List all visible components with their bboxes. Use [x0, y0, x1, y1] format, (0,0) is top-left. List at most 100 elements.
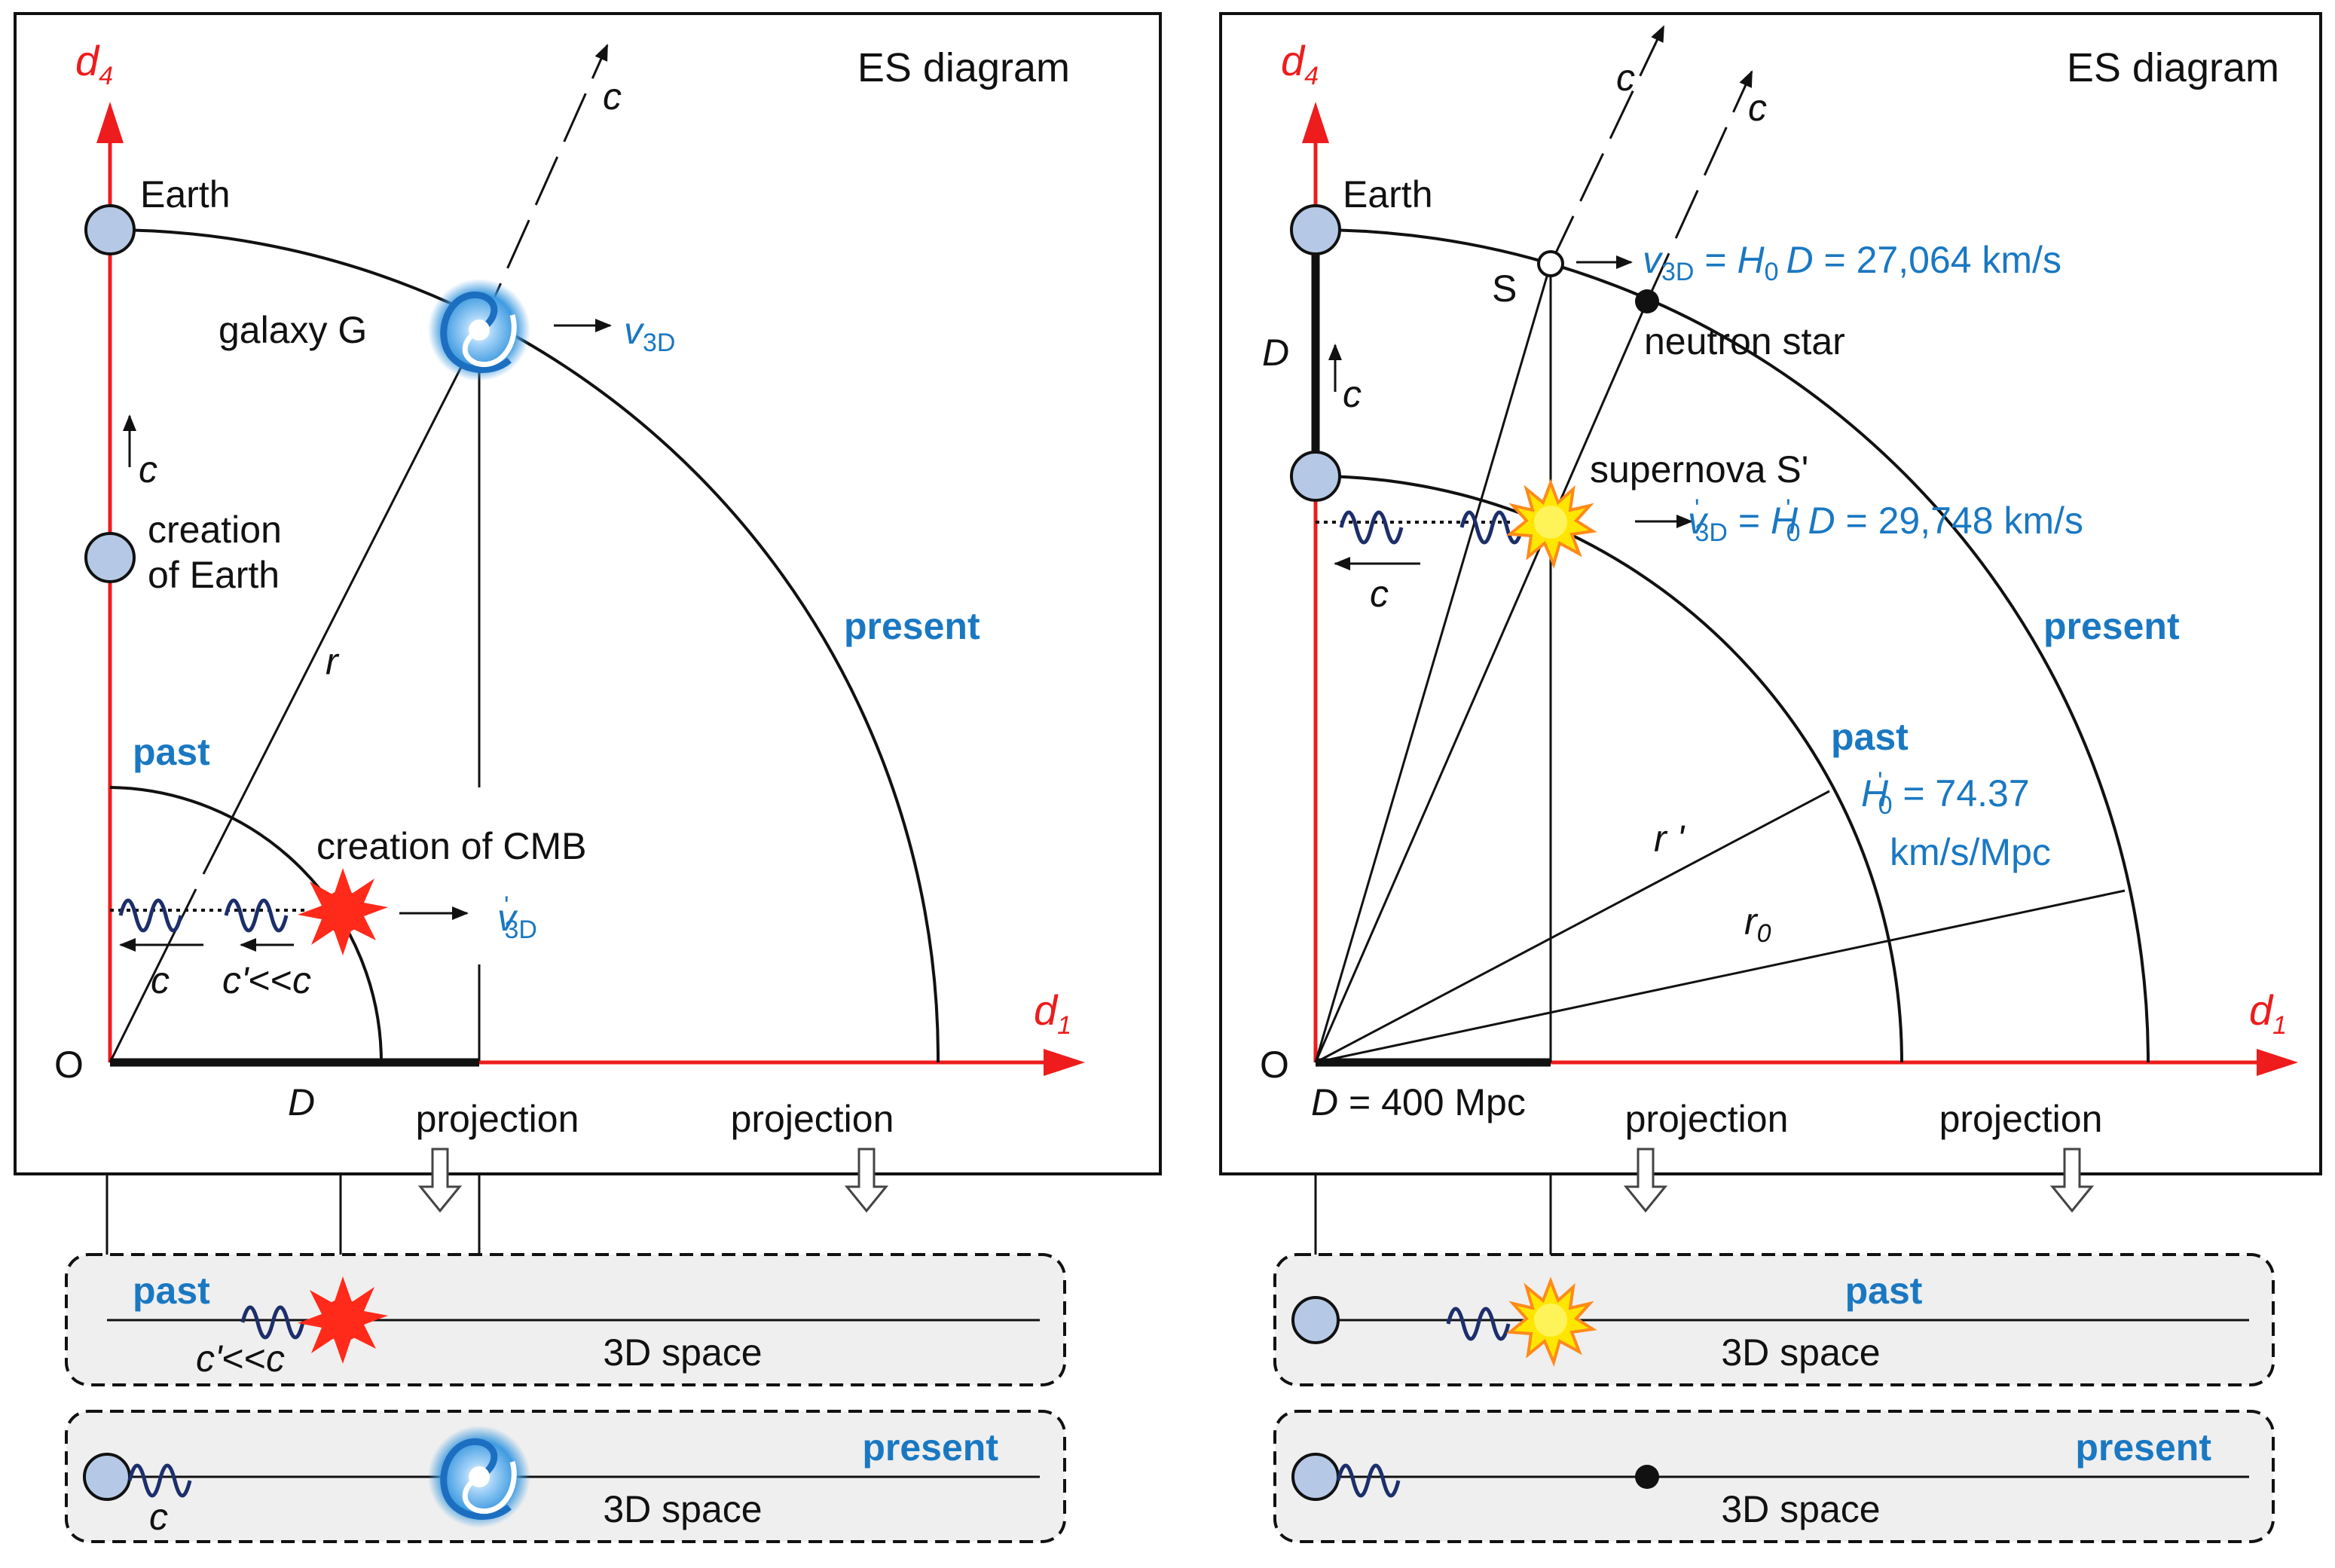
right-panel-past-label: past	[1845, 1270, 1923, 1312]
creation-earth-line2: of Earth	[148, 554, 280, 596]
right-c-ray-1-label: c	[1616, 57, 1635, 99]
neutron-star-dot-icon	[1635, 289, 1659, 313]
left-frame	[14, 12, 1162, 1175]
right-ray-S	[1314, 263, 1552, 1063]
left-panel-earth-circle-icon	[83, 1453, 131, 1501]
right-frame	[1219, 12, 2322, 1175]
left-r-line	[202, 331, 481, 875]
left-c-ray-label: c	[603, 75, 622, 118]
right-panel-present-wave-icon	[1336, 1463, 1401, 1498]
right-c-ray-2	[1646, 70, 1753, 302]
right-present-arc	[1315, 228, 2150, 1063]
right-past-arc	[1315, 475, 1903, 1063]
right-d4-label: d4	[1281, 37, 1319, 90]
left-panel-c-label: c	[149, 1496, 168, 1538]
right-r-prime-line	[1315, 790, 1830, 1064]
galaxy-spiral-icon	[428, 279, 530, 381]
left-diagram: ES diagram d4 d1 O c r Earth creation of…	[14, 12, 1162, 1543]
H0prime-unit: km/s/Mpc	[1890, 831, 2051, 873]
left-origin-label: O	[54, 1044, 84, 1086]
left-past-label: past	[133, 731, 210, 773]
left-D-label: D	[288, 1081, 315, 1123]
left-projection-label-2: projection	[731, 1098, 894, 1140]
right-present-label: present	[2043, 605, 2180, 647]
left-title: ES diagram	[857, 45, 1070, 90]
left-d4-arrowhead	[96, 102, 124, 143]
r0-label: r0	[1744, 900, 1771, 948]
r-prime-label: r '	[1654, 818, 1686, 860]
right-d4-arrowhead	[1302, 102, 1329, 143]
supernova-starburst-icon	[1508, 481, 1594, 566]
left-past-arc	[109, 786, 383, 1063]
right-D-400-label: D = 400 Mpc	[1311, 1081, 1526, 1123]
right-c-ray-2-label: c	[1748, 87, 1767, 129]
left-projection-arrow-2-icon	[844, 1148, 889, 1213]
cmb-wave-1-icon	[118, 898, 183, 933]
neutron-star-label: neutron star	[1644, 320, 1845, 362]
creation-earth-circle-icon	[84, 532, 136, 583]
right-projection-label-2: projection	[1939, 1098, 2103, 1140]
left-projection-arrow-1-icon	[417, 1148, 463, 1213]
left-d1-arrowhead	[1044, 1049, 1085, 1076]
cmb-wave-2-icon	[224, 898, 289, 933]
supernova-wave-2-icon	[1459, 510, 1524, 545]
left-panel-cprime-label: c'<<c	[196, 1337, 285, 1380]
right-c-ray-1	[1549, 25, 1665, 264]
right-diagram: ES diagram d4 d1 O c c Earth D c	[1219, 12, 2322, 1543]
right-D-label: D	[1262, 332, 1289, 374]
H0prime-label: H'0 = 74.37	[1861, 767, 2030, 820]
cmb-label: creation of CMB	[316, 825, 586, 867]
right-projection-arrow-2-icon	[2049, 1148, 2095, 1213]
supernova-c-label: c	[1370, 573, 1389, 615]
cmb-cprime-label: c'<<c	[222, 959, 311, 1001]
right-earth-circle-icon	[1290, 204, 1341, 255]
left-panel-present-space: 3D space	[603, 1488, 762, 1530]
left-earth-label: Earth	[140, 173, 231, 215]
right-panel-present-space: 3D space	[1721, 1488, 1880, 1530]
right-panel-earth-circle-icon	[1291, 1453, 1340, 1501]
right-title: ES diagram	[2067, 45, 2279, 90]
left-projection-label-1: projection	[416, 1098, 579, 1140]
left-present-arc	[109, 228, 940, 1063]
right-d1-label: d1	[2249, 986, 2287, 1040]
left-panel-present-label: present	[862, 1426, 998, 1469]
right-c-up-label: c	[1343, 373, 1362, 415]
right-projection-arrow-1-icon	[1623, 1148, 1668, 1213]
right-past-earth-circle-icon	[1290, 451, 1341, 502]
left-present-label: present	[844, 605, 980, 647]
earth-circle-icon	[84, 204, 136, 255]
left-panel-past-label: past	[133, 1270, 210, 1312]
right-projection-label-1: projection	[1625, 1098, 1789, 1140]
right-panel-neutron-star-dot-icon	[1635, 1465, 1659, 1489]
creation-earth-line1: creation	[148, 509, 282, 551]
left-d1-label: d1	[1034, 986, 1071, 1040]
supernova-label: supernova S'	[1590, 448, 1808, 491]
right-earth-label: Earth	[1343, 173, 1433, 215]
S-point-icon	[1537, 250, 1564, 277]
left-r-label: r	[325, 640, 340, 683]
S-label: S	[1492, 267, 1517, 310]
right-d1-arrowhead	[2257, 1049, 2298, 1076]
galaxy-label: galaxy G	[219, 309, 367, 351]
left-panel-wave-icon	[240, 1305, 305, 1340]
right-r0-line	[1315, 889, 2126, 1064]
left-panel-present-wave-icon	[127, 1463, 192, 1498]
right-ray-neutron	[1314, 301, 1649, 1063]
right-panel-past-wave-icon	[1446, 1307, 1511, 1341]
galaxy-v3d-label: v3D	[624, 310, 675, 357]
right-panel-past-earth-circle-icon	[1291, 1296, 1340, 1344]
right-panel-past-space: 3D space	[1721, 1331, 1880, 1374]
right-panel-present-label: present	[2075, 1426, 2211, 1469]
supernova-wave-1-icon	[1339, 510, 1404, 545]
left-c-up-label: c	[139, 448, 157, 491]
cmb-v3d-label: v'3D	[497, 891, 537, 944]
right-origin-label: O	[1260, 1044, 1289, 1086]
left-panel-galaxy-spiral-icon	[428, 1426, 530, 1528]
right-past-label: past	[1831, 716, 1909, 758]
left-panel-past-space: 3D space	[603, 1331, 762, 1374]
left-d4-label: d4	[75, 37, 113, 90]
